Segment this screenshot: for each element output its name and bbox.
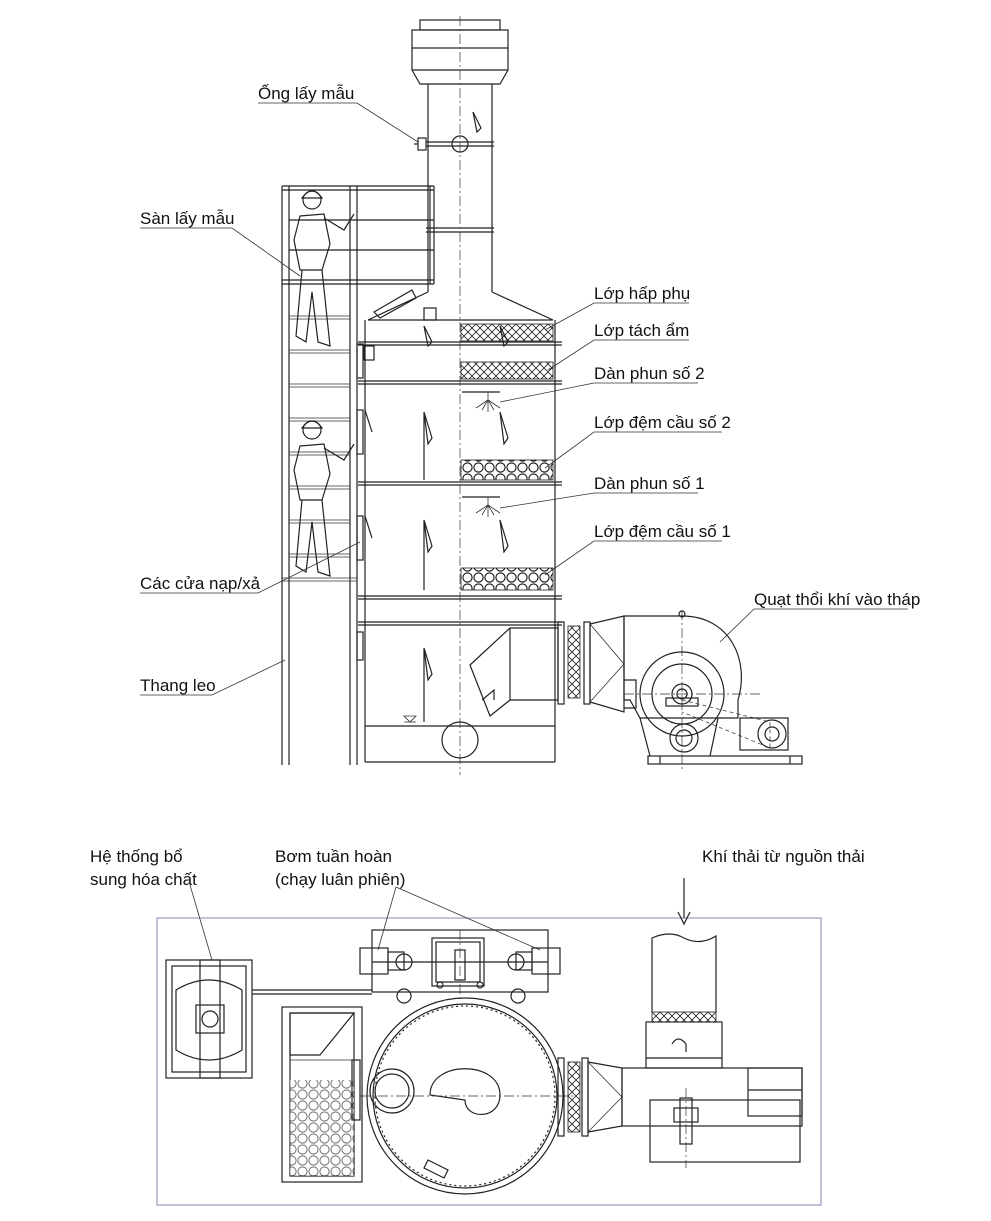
leader-lines-left	[140, 102, 419, 696]
plan-view: Hệ thống bổ sung hóa chất Bơm tuần hoàn …	[90, 847, 865, 1206]
ladder	[281, 185, 435, 765]
pump-skid	[359, 929, 561, 1004]
inlet-duct	[469, 615, 625, 717]
leader-lines-right	[499, 302, 908, 643]
label-spray-nozzle-1: Dàn phun số 1	[594, 474, 705, 493]
label-demister-layer: Lớp tách ẩm	[594, 321, 689, 340]
label-chemical-dosing-2: sung hóa chất	[90, 870, 197, 889]
sampling-pipe	[414, 137, 427, 151]
worker-bottom	[293, 420, 355, 577]
label-sampling-pipe: Ống lấy mẫu	[258, 83, 354, 103]
label-circulation-pump-1: Bơm tuần hoàn	[275, 847, 392, 866]
plan-frame	[156, 917, 822, 1206]
label-exhaust-source: Khí thải từ nguồn thải	[702, 847, 865, 866]
side-view: Ống lấy mẫu Sàn lấy mẫu Các cửa nạp/xả T…	[140, 16, 920, 775]
label-sampling-platform: Sàn lấy mẫu	[140, 209, 235, 228]
label-spray-nozzle-2: Dàn phun số 2	[594, 364, 705, 383]
tower-body	[356, 16, 562, 775]
label-circulation-pump-2: (chạy luân phiên)	[275, 870, 405, 889]
worker-top	[293, 190, 355, 347]
label-inlet-fan: Quạt thổi khí vào tháp	[754, 590, 920, 609]
chemical-dosing-skid	[165, 959, 372, 1079]
leader-lines-plan	[189, 884, 541, 961]
label-ladder: Thang leo	[140, 676, 216, 695]
label-chemical-dosing-1: Hệ thống bổ	[90, 847, 183, 866]
label-access-doors: Các cửa nạp/xả	[140, 574, 261, 593]
label-packing-layer-2: Lớp đệm cầu số 2	[594, 413, 731, 432]
sump-tank	[281, 1006, 363, 1183]
label-packing-layer-1: Lớp đệm cầu số 1	[594, 522, 731, 541]
exhaust-stack	[367, 19, 554, 321]
fan-plan	[557, 878, 803, 1168]
inlet-fan	[623, 610, 803, 770]
label-adsorption-layer: Lớp hấp phụ	[594, 284, 690, 303]
tower-plan	[360, 997, 575, 1195]
